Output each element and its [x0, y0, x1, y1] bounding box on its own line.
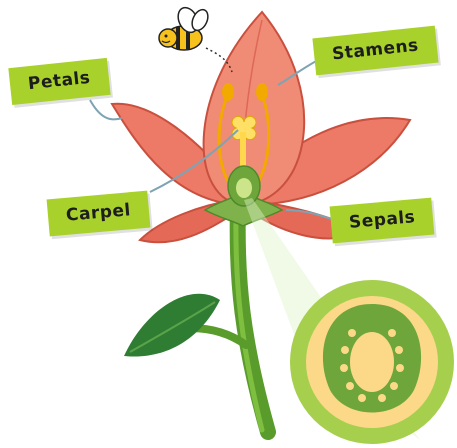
stamen-left-anther — [222, 83, 234, 101]
cross-section-core — [350, 332, 394, 392]
ovary-inner — [236, 178, 252, 198]
stamen-right-anther — [256, 83, 268, 101]
bee — [159, 4, 211, 50]
